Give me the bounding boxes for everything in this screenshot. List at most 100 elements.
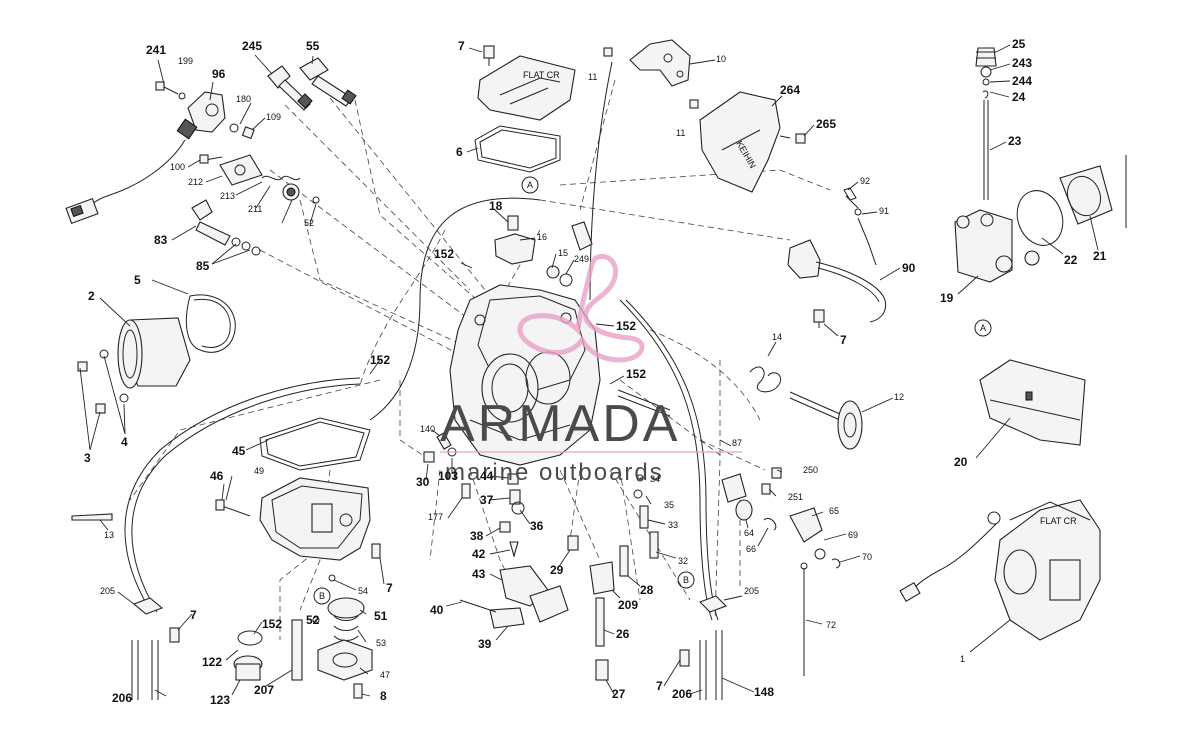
callout-264: 264 bbox=[780, 83, 800, 97]
callout-11-top: 11 bbox=[588, 72, 597, 82]
callout-205-left: 205 bbox=[100, 586, 115, 596]
intake-boot bbox=[77, 294, 236, 414]
callout-212: 212 bbox=[188, 177, 203, 187]
callout-7-bowl: 7 bbox=[386, 581, 393, 595]
callout-206-right: 206 bbox=[672, 687, 692, 701]
callout-152-center: 152 bbox=[616, 319, 636, 333]
callout-19: 19 bbox=[940, 291, 954, 305]
pump-linkage-39 bbox=[459, 565, 569, 629]
callout-53: 53 bbox=[376, 638, 386, 648]
callout-103: 103 bbox=[438, 469, 458, 483]
marker-b-left: B bbox=[319, 591, 325, 601]
float-bowl bbox=[215, 477, 371, 561]
callout-70: 70 bbox=[862, 552, 872, 562]
callout-10: 10 bbox=[716, 54, 726, 64]
right-vent-tubes bbox=[679, 595, 727, 700]
callout-23: 23 bbox=[1008, 134, 1022, 148]
callout-6: 6 bbox=[456, 145, 463, 159]
callout-12: 12 bbox=[894, 392, 904, 402]
fitting-83 bbox=[191, 199, 261, 256]
callout-16: 16 bbox=[537, 232, 547, 242]
callout-22: 22 bbox=[1064, 253, 1078, 267]
assembly-decal: FLAT CR bbox=[1040, 516, 1077, 526]
starter-jet-group bbox=[633, 474, 659, 559]
marker-a-right: A bbox=[980, 323, 986, 333]
callout-241: 241 bbox=[146, 43, 166, 57]
callout-4: 4 bbox=[121, 435, 128, 449]
callout-33: 33 bbox=[668, 520, 678, 530]
callout-100: 100 bbox=[170, 162, 185, 172]
callout-123: 123 bbox=[210, 693, 230, 707]
callout-55: 55 bbox=[306, 39, 320, 53]
callout-38: 38 bbox=[470, 529, 484, 543]
callout-2: 2 bbox=[88, 289, 95, 303]
callout-51: 51 bbox=[374, 609, 388, 623]
throttle-shaft bbox=[617, 366, 863, 450]
small-parts-left-group bbox=[199, 123, 320, 204]
float-bowl-drain-parts bbox=[233, 543, 381, 699]
callout-7-hotstart: 7 bbox=[840, 333, 847, 347]
tool-pouch bbox=[979, 359, 1086, 446]
hose-lines bbox=[124, 61, 719, 621]
side-cover-264: KEIHIN bbox=[699, 91, 806, 193]
callout-65: 65 bbox=[829, 506, 839, 516]
callout-122: 122 bbox=[202, 655, 222, 669]
callout-54: 54 bbox=[358, 586, 368, 596]
watermark-emblem bbox=[517, 254, 645, 363]
callout-47: 47 bbox=[380, 670, 390, 680]
callout-140: 140 bbox=[420, 424, 435, 434]
callout-205-right: 205 bbox=[744, 586, 759, 596]
callout-21: 21 bbox=[1093, 249, 1107, 263]
callout-36: 36 bbox=[530, 519, 544, 533]
carburetor-body bbox=[449, 215, 601, 466]
callout-27: 27 bbox=[612, 687, 626, 701]
callout-177: 177 bbox=[428, 512, 443, 522]
throttle-position-sensor bbox=[65, 91, 226, 225]
top-cover-decal: FLAT CR bbox=[523, 70, 560, 80]
callout-37: 37 bbox=[480, 493, 494, 507]
leader-lines bbox=[79, 44, 1099, 697]
callout-152-right: 152 bbox=[626, 367, 646, 381]
callout-245: 245 bbox=[242, 39, 262, 53]
diaphragm-22-21 bbox=[1016, 165, 1113, 266]
callout-109: 109 bbox=[266, 112, 281, 122]
callout-30: 30 bbox=[416, 475, 430, 489]
callout-43: 43 bbox=[472, 567, 486, 581]
reference-markers bbox=[313, 176, 992, 605]
callout-46: 46 bbox=[210, 469, 224, 483]
callout-13: 13 bbox=[104, 530, 114, 540]
callout-251: 251 bbox=[788, 492, 803, 502]
watermark-brand: ARMADA bbox=[440, 395, 680, 453]
callout-211: 211 bbox=[248, 204, 262, 214]
marker-a-upper: A bbox=[527, 180, 533, 190]
float-bowl-gasket bbox=[259, 417, 371, 471]
callout-8: 8 bbox=[380, 689, 387, 703]
assembled-carburetor: FLAT CR bbox=[899, 499, 1101, 641]
armada-watermark: ARMADA marine outboards bbox=[440, 254, 742, 486]
main-jet-group bbox=[567, 535, 629, 681]
top-cover-assembly: FLAT CR bbox=[474, 45, 576, 173]
callout-42: 42 bbox=[472, 547, 486, 561]
callout-26: 26 bbox=[616, 627, 630, 641]
callout-148: 148 bbox=[754, 685, 774, 699]
callout-243: 243 bbox=[1012, 56, 1032, 70]
callout-35: 35 bbox=[664, 500, 674, 510]
callout-91: 91 bbox=[879, 206, 889, 216]
callout-29: 29 bbox=[550, 563, 564, 577]
callout-32: 32 bbox=[678, 556, 688, 566]
needle-jet-group bbox=[461, 473, 525, 559]
adjuster-screw-245 bbox=[267, 65, 313, 111]
callout-85: 85 bbox=[196, 259, 210, 273]
callout-5: 5 bbox=[134, 273, 141, 287]
throttle-bracket bbox=[603, 39, 699, 109]
adjuster-screw-55 bbox=[299, 57, 357, 107]
callout-3: 3 bbox=[84, 451, 91, 465]
callout-34: 34 bbox=[650, 474, 660, 484]
callout-92: 92 bbox=[860, 176, 870, 186]
callout-7-right: 7 bbox=[656, 679, 663, 693]
callout-40: 40 bbox=[430, 603, 444, 617]
callout-15: 15 bbox=[558, 248, 568, 258]
accelerator-pump-assembly bbox=[954, 47, 1013, 283]
callout-18: 18 bbox=[489, 199, 503, 213]
callout-180: 180 bbox=[236, 94, 251, 104]
